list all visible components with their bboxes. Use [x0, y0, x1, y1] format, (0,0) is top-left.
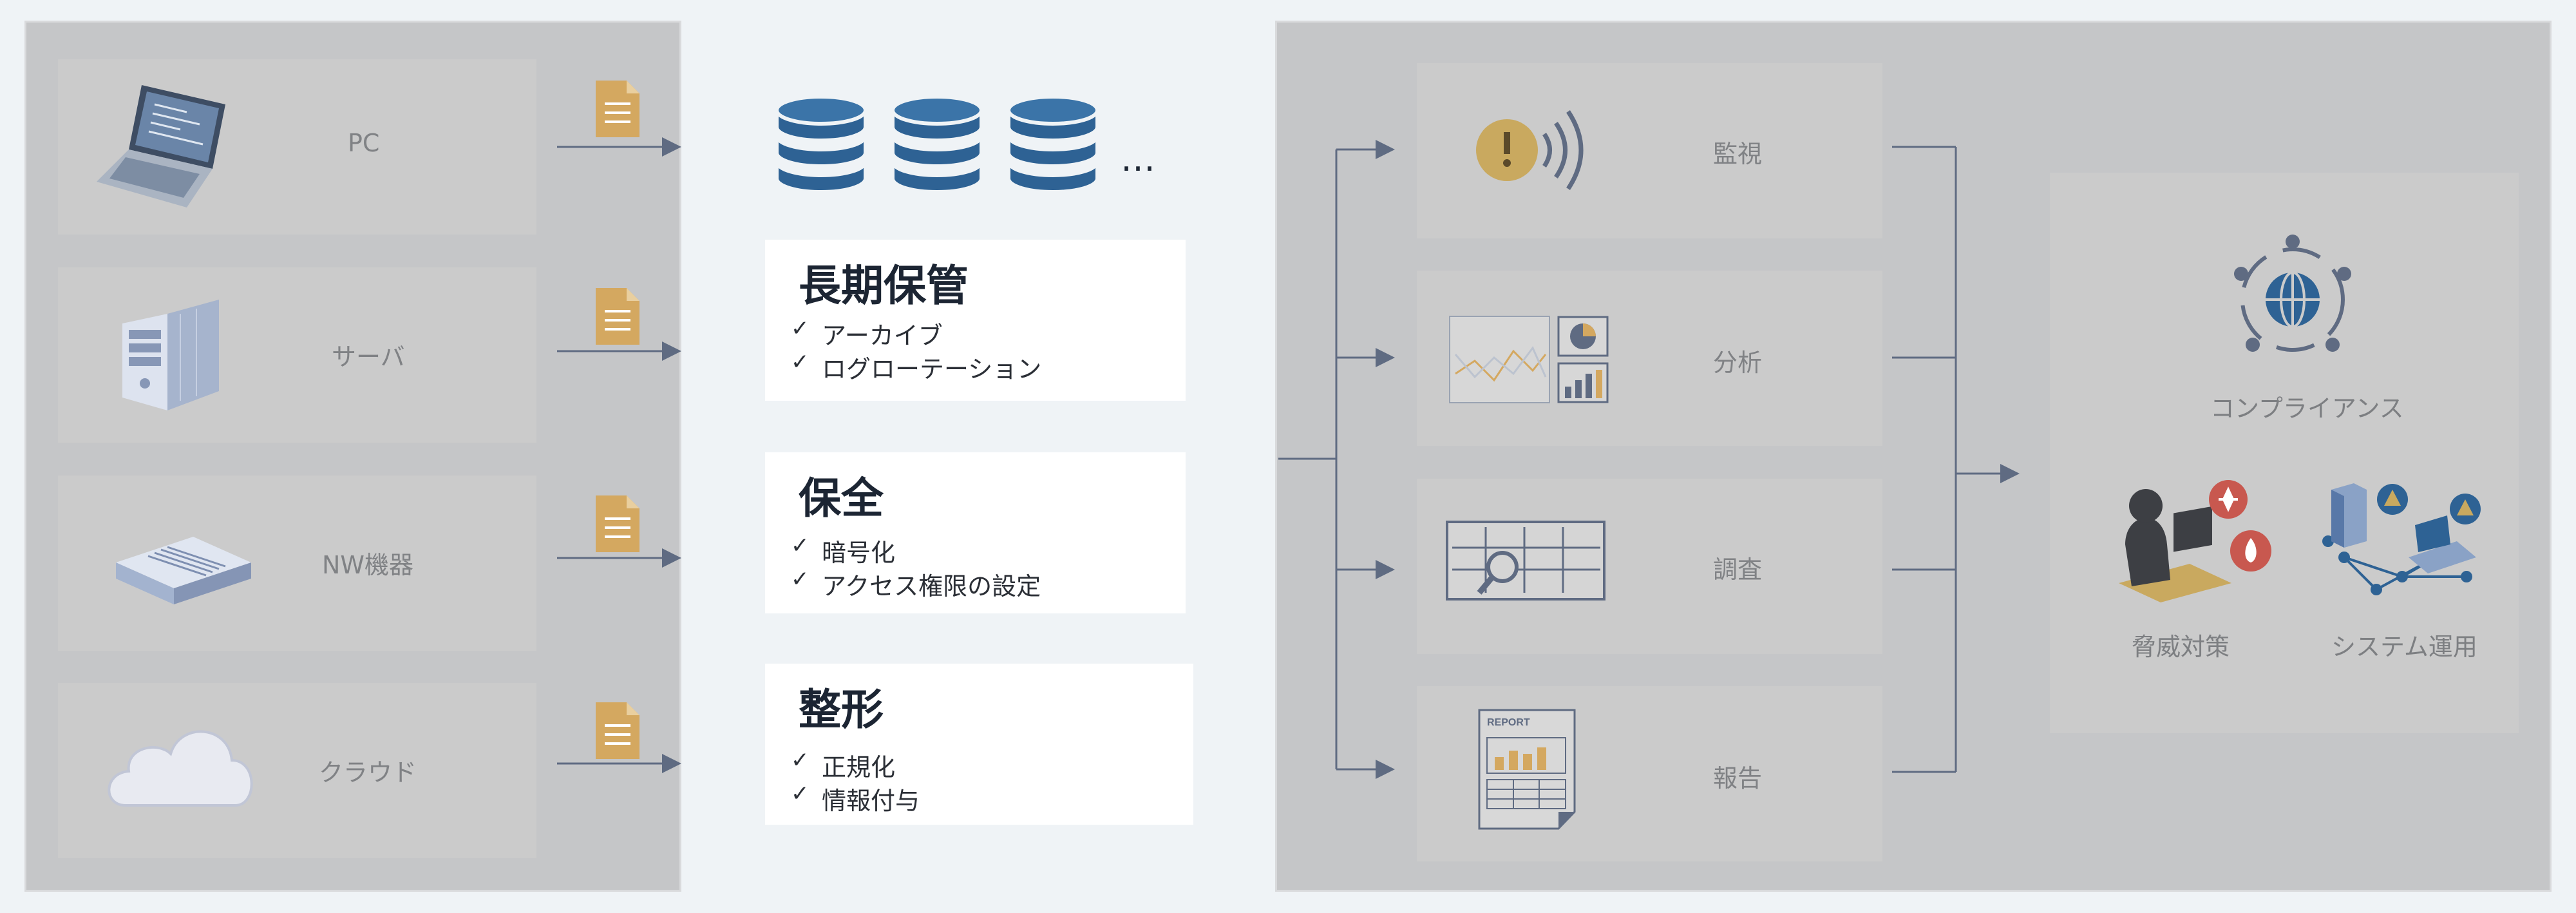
file-icon: [596, 288, 639, 345]
check-icon: ✓: [791, 316, 810, 341]
source-label: PC: [348, 129, 380, 157]
system-operation-icon: [2322, 483, 2481, 595]
output-label: 監視: [1713, 140, 1763, 168]
output-label: 分析: [1713, 349, 1763, 377]
card-item: ✓アクセス権限の設定: [791, 566, 1041, 601]
source-item-pc: PC: [58, 59, 536, 235]
output-item-monitoring: 監視: [1417, 63, 1882, 238]
card-formatting: 整形 ✓正規化 ✓情報付与: [765, 664, 1193, 825]
goal-compliance-label: コンプライアンス: [2210, 394, 2404, 423]
laptop-icon: [97, 85, 225, 207]
output-label: 報告: [1713, 764, 1763, 793]
goal-operation-label: システム運用: [2331, 633, 2477, 661]
analytics-chart-icon: [1449, 316, 1609, 403]
database-icon: [1008, 96, 1098, 193]
storage-ellipsis: …: [1121, 139, 1155, 179]
goals-box: [2050, 173, 2519, 733]
check-icon: ✓: [791, 781, 810, 807]
source-label: サーバ: [332, 343, 405, 371]
cloud-icon: [108, 730, 253, 807]
search-table-icon: [1446, 521, 1605, 601]
file-icon: [596, 702, 639, 759]
file-icon: [596, 81, 639, 137]
check-icon: ✓: [791, 349, 810, 375]
card-item: ✓情報付与: [791, 781, 920, 815]
server-icon: [122, 300, 219, 410]
check-icon: ✓: [791, 747, 810, 773]
card-long-term-storage: 長期保管 ✓アーカイブ ✓ログローテーション: [765, 240, 1186, 401]
card-item: ✓正規化: [791, 747, 896, 782]
source-label: NW機器: [322, 551, 413, 579]
card-item: ✓暗号化: [791, 533, 896, 567]
card-title: 整形: [799, 685, 884, 735]
card-title: 長期保管: [799, 261, 969, 311]
output-item-investigation: 調査: [1417, 479, 1882, 654]
threat-countermeasure-icon: [2119, 480, 2271, 602]
output-item-reporting: REPORT 報告: [1417, 686, 1882, 861]
check-icon: ✓: [791, 533, 810, 559]
card-item: ✓ログローテーション: [791, 349, 1042, 383]
output-item-analysis: 分析: [1417, 271, 1882, 446]
report-icon-text: REPORT: [1487, 717, 1530, 728]
global-network-icon: [2234, 235, 2351, 352]
source-item-server: サーバ: [58, 267, 536, 443]
source-label: クラウド: [319, 758, 417, 787]
database-icon: [892, 96, 982, 193]
card-title: 保全: [799, 474, 884, 523]
network-device-icon: [116, 537, 251, 604]
database-icon: [776, 96, 866, 193]
report-document-icon: REPORT: [1478, 709, 1576, 830]
alert-signal-icon: [1476, 110, 1584, 190]
output-label: 調査: [1713, 555, 1763, 584]
goal-threat-label: 脅威対策: [2132, 633, 2230, 661]
source-item-nw-device: NW機器: [58, 476, 536, 651]
card-item: ✓アーカイブ: [791, 316, 943, 350]
card-preservation: 保全 ✓暗号化 ✓アクセス権限の設定: [765, 452, 1186, 613]
source-item-cloud: クラウド: [58, 683, 536, 858]
file-icon: [596, 495, 639, 552]
check-icon: ✓: [791, 566, 810, 592]
